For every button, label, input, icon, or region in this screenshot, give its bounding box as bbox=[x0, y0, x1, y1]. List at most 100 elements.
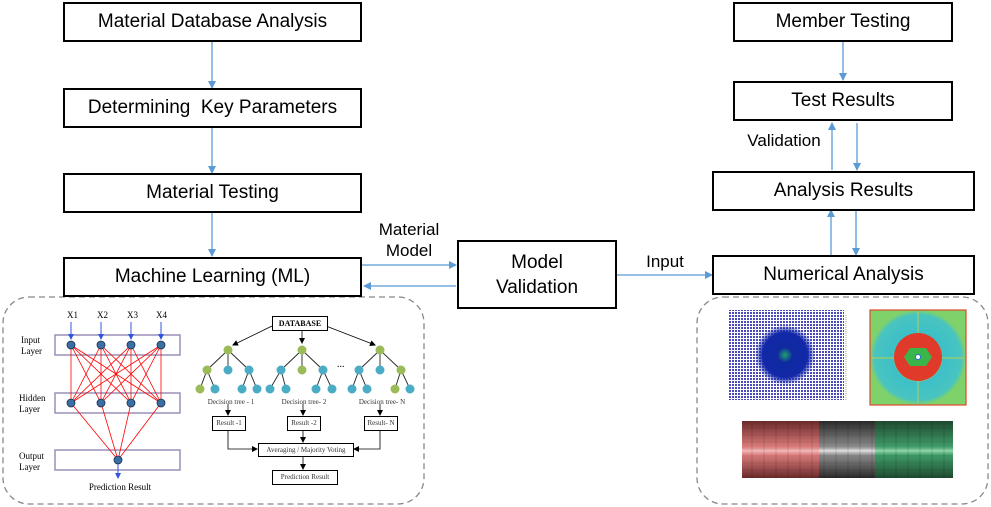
mesh-damage-zone bbox=[755, 325, 815, 385]
tree-leaf-node bbox=[210, 384, 220, 394]
validation-label: Validation bbox=[747, 131, 821, 150]
material-model-line1: Material bbox=[378, 220, 440, 239]
db-arrow bbox=[325, 325, 376, 346]
output-layer-line2: Layer bbox=[19, 462, 40, 472]
hidden-layer-box bbox=[54, 392, 181, 414]
rf-tree-label-N: Decision tree- N bbox=[358, 398, 406, 406]
fem-panel bbox=[696, 296, 989, 505]
input-node bbox=[66, 340, 76, 350]
db-arrow bbox=[232, 325, 273, 346]
ann-input-x1: X1 bbox=[67, 310, 78, 320]
step-label: Determining Key Parameters bbox=[87, 97, 338, 118]
member-testing-box[interactable]: Member Testing bbox=[733, 2, 953, 42]
hidden-node bbox=[96, 398, 106, 408]
ann-edge bbox=[100, 402, 119, 461]
input-node bbox=[126, 340, 136, 350]
ann-edge bbox=[117, 402, 162, 461]
tree-leaf-node bbox=[347, 384, 357, 394]
numerical-analysis-box[interactable]: Numerical Analysis bbox=[712, 255, 975, 295]
random-forest-diagram bbox=[195, 325, 415, 470]
tree-leaf-node bbox=[405, 384, 415, 394]
model-validation-label: Model Validation bbox=[495, 251, 579, 298]
hidden-node bbox=[156, 398, 166, 408]
test-results-label: Test Results bbox=[791, 90, 895, 111]
tree-edge bbox=[206, 349, 229, 371]
material-testing-box[interactable]: Material Testing bbox=[63, 173, 362, 213]
tree-leaf-node bbox=[362, 384, 372, 394]
tree-leaf-node bbox=[195, 384, 205, 394]
tree-leaf-node bbox=[265, 384, 275, 394]
output-node bbox=[113, 455, 123, 465]
rf-result-1: Result -1 bbox=[212, 416, 246, 431]
hidden-layer-label: Hidden Layer bbox=[19, 393, 55, 415]
rf-voting-label: Averaging / Majority Voting bbox=[266, 445, 346, 454]
input-layer-box bbox=[54, 334, 181, 356]
tube-section-green bbox=[875, 421, 953, 478]
input-layer-line1: Input bbox=[21, 335, 40, 345]
tree-edge bbox=[358, 349, 381, 371]
output-layer-label: Output Layer bbox=[19, 451, 55, 473]
rf-result-N-label: Result- N bbox=[367, 419, 395, 427]
tree-node bbox=[276, 365, 286, 375]
input-label: Input bbox=[646, 252, 684, 271]
rf-result-2: Result -2 bbox=[287, 416, 321, 431]
tree-node bbox=[396, 365, 406, 375]
result-vote-arrow bbox=[353, 430, 381, 452]
tube-section-red bbox=[742, 421, 820, 478]
tube-section-gray bbox=[819, 421, 876, 478]
tree-node bbox=[223, 365, 233, 375]
material-database-analysis-box[interactable]: Material Database Analysis bbox=[63, 2, 362, 42]
rf-voting-box: Averaging / Majority Voting bbox=[258, 443, 354, 457]
input-node bbox=[96, 340, 106, 350]
ann-input-x4: X4 bbox=[156, 310, 167, 320]
ann-edge bbox=[70, 344, 102, 404]
rf-result-2-label: Result -2 bbox=[291, 419, 317, 427]
member-testing-label: Member Testing bbox=[775, 11, 911, 32]
machine-learning-box[interactable]: Machine Learning (ML) bbox=[63, 257, 362, 297]
tree-leaf-node bbox=[327, 384, 337, 394]
fem-images bbox=[728, 309, 967, 478]
rf-ellipsis: ... bbox=[337, 359, 345, 370]
tree-node bbox=[354, 365, 364, 375]
input-layer-label: Input Layer bbox=[21, 335, 55, 357]
ann-edge bbox=[70, 344, 162, 404]
tree-leaf-node bbox=[311, 384, 321, 394]
hidden-node bbox=[66, 398, 76, 408]
tree-root-node bbox=[223, 345, 233, 355]
tree-edge bbox=[280, 349, 303, 371]
rf-database-label: DATABASE bbox=[278, 319, 322, 328]
analysis-results-box[interactable]: Analysis Results bbox=[712, 171, 975, 211]
determining-key-parameters-box[interactable]: Determining Key Parameters bbox=[63, 88, 362, 128]
hidden-layer-line1: Hidden bbox=[19, 393, 46, 403]
ann-prediction-result: Prediction Result bbox=[88, 482, 152, 492]
analysis-results-label: Analysis Results bbox=[773, 180, 914, 201]
input-layer-line2: Layer bbox=[21, 346, 42, 356]
tree-node bbox=[202, 365, 212, 375]
model-validation-box[interactable]: Model Validation bbox=[457, 240, 617, 309]
step-label: Material Testing bbox=[146, 182, 279, 203]
tree-node bbox=[375, 365, 385, 375]
tree-root-node bbox=[375, 345, 385, 355]
stress-contour-border bbox=[869, 309, 967, 406]
tree-leaf-node bbox=[252, 384, 262, 394]
ann-input-x2: X2 bbox=[97, 310, 108, 320]
ann-input-x3: X3 bbox=[127, 310, 138, 320]
result-vote-arrow bbox=[227, 430, 258, 452]
rf-prediction-label: Prediction Result bbox=[280, 473, 330, 481]
rf-prediction-box: Prediction Result bbox=[272, 470, 338, 485]
tree-leaf-node bbox=[281, 384, 291, 394]
ann-edge bbox=[100, 344, 162, 404]
test-results-box[interactable]: Test Results bbox=[733, 81, 953, 121]
step-label: Machine Learning (ML) bbox=[114, 266, 311, 287]
ann-edge bbox=[70, 402, 119, 461]
tree-edge bbox=[227, 349, 250, 371]
tree-root-node bbox=[297, 345, 307, 355]
ann-edge bbox=[130, 344, 162, 404]
ann-edge bbox=[117, 402, 132, 461]
output-layer-line1: Output bbox=[19, 451, 45, 461]
tree-leaf-node bbox=[390, 384, 400, 394]
material-model-label: Material Model bbox=[368, 219, 450, 261]
hidden-layer-line2: Layer bbox=[19, 404, 40, 414]
hidden-node bbox=[126, 398, 136, 408]
